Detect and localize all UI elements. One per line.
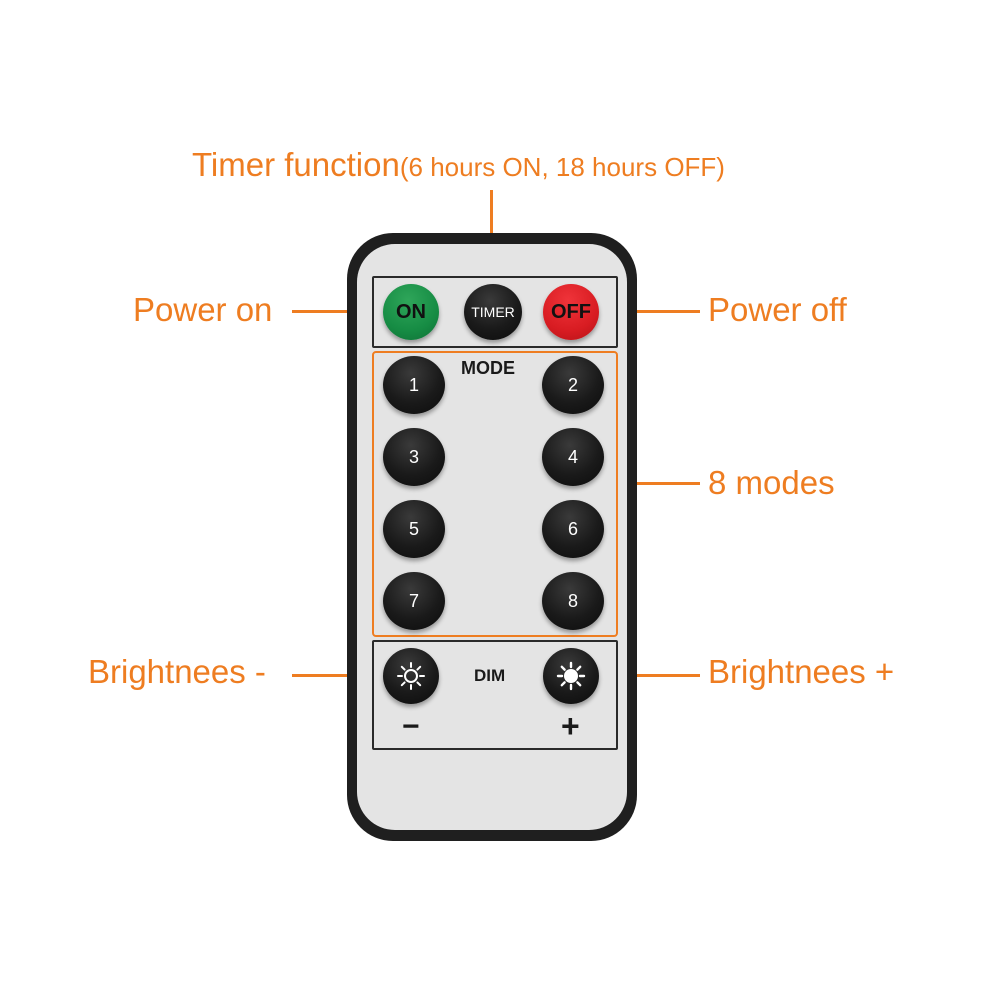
- mode-button-1[interactable]: 1: [383, 356, 445, 414]
- sun-filled-icon: [556, 661, 586, 691]
- mode-button-8-label: 8: [567, 590, 578, 611]
- mode-button-2-label: 2: [567, 374, 578, 395]
- brightness-up-callout: Brightnees +: [708, 653, 895, 690]
- mode-button-8[interactable]: 8: [542, 572, 604, 630]
- off-button-label: OFF: [551, 300, 591, 323]
- mode-button-2[interactable]: 2: [542, 356, 604, 414]
- mode-button-7-label: 7: [408, 590, 419, 611]
- dim-panel: [372, 640, 618, 750]
- mode-button-3-label: 3: [408, 446, 419, 467]
- brightness-up-button[interactable]: [543, 648, 599, 704]
- timer-callout-title: Timer function: [192, 146, 400, 183]
- power-off-callout: Power off: [708, 291, 847, 328]
- mode-button-6-label: 6: [567, 518, 578, 539]
- power-on-callout: Power on: [133, 291, 273, 328]
- mode-label: MODE: [461, 358, 515, 378]
- modes-callout: 8 modes: [708, 464, 835, 501]
- timer-callout: Timer function(6 hours ON, 18 hours OFF): [192, 148, 725, 181]
- sun-outline-icon: [396, 661, 426, 691]
- minus-sign: −: [402, 710, 420, 743]
- on-button-label: ON: [396, 300, 426, 323]
- on-button[interactable]: ON: [383, 284, 439, 340]
- power-panel: [372, 276, 618, 348]
- dim-label: DIM: [474, 666, 506, 685]
- mode-button-7[interactable]: 7: [383, 572, 445, 630]
- off-button[interactable]: OFF: [543, 284, 599, 340]
- modes-highlight-frame: [372, 351, 618, 637]
- modes-leader-line: [614, 482, 700, 485]
- timer-button-label: TIMER: [471, 304, 515, 320]
- mode-button-4-label: 4: [567, 446, 578, 467]
- mode-button-5[interactable]: 5: [383, 500, 445, 558]
- mode-button-6[interactable]: 6: [542, 500, 604, 558]
- brightness-down-button[interactable]: [383, 648, 439, 704]
- mode-button-5-label: 5: [408, 518, 419, 539]
- timer-callout-detail: (6 hours ON, 18 hours OFF): [399, 152, 725, 182]
- brightness-down-callout: Brightnees -: [88, 653, 266, 690]
- mode-button-4[interactable]: 4: [542, 428, 604, 486]
- timer-button[interactable]: TIMER: [464, 284, 522, 340]
- plus-sign: +: [561, 708, 580, 744]
- mode-button-1-label: 1: [408, 374, 419, 395]
- mode-button-3[interactable]: 3: [383, 428, 445, 486]
